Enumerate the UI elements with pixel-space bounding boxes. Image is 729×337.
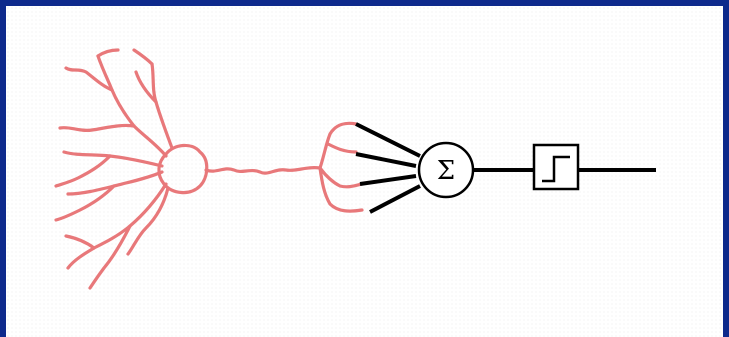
artificial-neuron: Σ (355, 122, 656, 214)
axon-terminal (318, 166, 364, 213)
step-curve (542, 155, 570, 183)
dendrite (150, 62, 174, 150)
biological-neuron (54, 48, 364, 290)
dendrite (58, 123, 136, 133)
summation-symbol: Σ (437, 156, 455, 186)
dendrite (64, 66, 114, 92)
dendrite (54, 184, 116, 222)
dendrite (62, 150, 164, 168)
dendrite (96, 54, 168, 158)
input-line (355, 152, 417, 168)
axon-terminal (318, 166, 364, 189)
diagram-canvas: Σ (6, 6, 723, 337)
dendrite (54, 154, 112, 188)
dendrite (96, 48, 120, 58)
neuron-model-diagram: Σ (54, 48, 656, 290)
neuron-soma (157, 143, 209, 195)
dendrite (64, 234, 96, 250)
neuron-axon (204, 165, 322, 175)
step-function-icon (532, 143, 580, 191)
dendrite (126, 186, 170, 256)
input-line (355, 122, 421, 158)
dendrite (132, 48, 154, 66)
axon-terminal (318, 121, 358, 170)
input-line (369, 184, 421, 214)
dendrite (66, 182, 168, 270)
axon-terminal (326, 142, 358, 154)
input-line (359, 174, 417, 186)
dendrite (88, 224, 132, 290)
dendrite (134, 70, 158, 104)
